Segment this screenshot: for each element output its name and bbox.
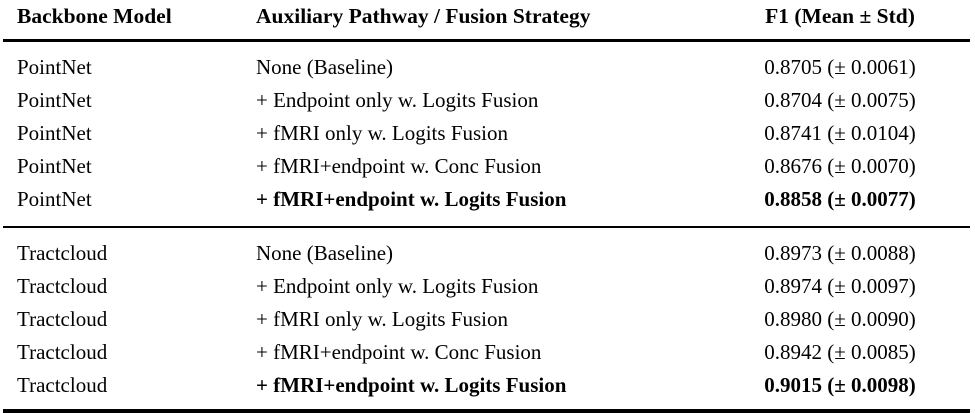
column-header-backbone-model: Backbone Model (17, 4, 172, 28)
table-row-best: Tractcloud + fMRI+endpoint w. Logits Fus… (3, 369, 970, 402)
cell-f1: 0.8858 (± 0.0077) (764, 186, 916, 211)
table-bottom-spacer (3, 402, 970, 409)
table-header: Backbone Model Auxiliary Pathway / Fusio… (3, 0, 970, 42)
table-row: PointNet + fMRI+endpoint w. Conc Fusion … (3, 150, 970, 183)
table-row: PointNet + fMRI only w. Logits Fusion 0.… (3, 117, 970, 150)
spacer-cell (3, 42, 970, 51)
cell-f1: 0.9015 (± 0.0098) (764, 372, 916, 397)
cell-strategy: + fMRI only w. Logits Fusion (256, 120, 508, 145)
cell-strategy: + Endpoint only w. Logits Fusion (256, 87, 539, 112)
header-rule-cell (3, 38, 970, 42)
group-top-spacer (3, 228, 970, 237)
cell-backbone: Tractcloud (17, 339, 108, 364)
spacer-cell (3, 402, 970, 409)
cell-f1: 0.8942 (± 0.0085) (764, 339, 916, 364)
table-row: Tractcloud + fMRI only w. Logits Fusion … (3, 303, 970, 336)
cell-backbone: Tractcloud (17, 240, 108, 265)
cell-strategy: + fMRI+endpoint w. Conc Fusion (256, 339, 542, 364)
group-bottom-spacer (3, 216, 970, 226)
column-header-auxiliary-pathway-fusion-strategy: Auxiliary Pathway / Fusion Strategy (256, 4, 591, 28)
cell-backbone: Tractcloud (17, 306, 108, 331)
table-row: Tractcloud None (Baseline) 0.8973 (± 0.0… (3, 237, 970, 270)
header-rule (3, 38, 970, 42)
cell-f1: 0.8980 (± 0.0090) (764, 306, 916, 331)
table-row: Tractcloud + Endpoint only w. Logits Fus… (3, 270, 970, 303)
group-divider-rule (3, 225, 970, 228)
table-row: PointNet None (Baseline) 0.8705 (± 0.006… (3, 51, 970, 84)
header-row: Backbone Model Auxiliary Pathway / Fusio… (3, 0, 970, 39)
cell-f1: 0.8741 (± 0.0104) (764, 120, 916, 145)
cell-backbone: PointNet (17, 54, 92, 79)
cell-backbone: Tractcloud (17, 273, 108, 298)
cell-strategy: + Endpoint only w. Logits Fusion (256, 273, 539, 298)
cell-backbone: PointNet (17, 186, 92, 211)
cell-strategy: + fMRI+endpoint w. Logits Fusion (256, 186, 567, 211)
cell-f1: 0.8705 (± 0.0061) (764, 54, 916, 79)
cell-strategy: + fMRI only w. Logits Fusion (256, 306, 508, 331)
table-row: PointNet + Endpoint only w. Logits Fusio… (3, 84, 970, 117)
header-rule-row (3, 38, 970, 42)
cell-backbone: PointNet (17, 153, 92, 178)
cell-backbone: PointNet (17, 120, 92, 145)
results-table: Backbone Model Auxiliary Pathway / Fusio… (3, 0, 970, 413)
spacer-cell (3, 228, 970, 237)
cell-f1: 0.8974 (± 0.0097) (764, 273, 916, 298)
cell-strategy: None (Baseline) (256, 54, 394, 79)
cell-f1: 0.8676 (± 0.0070) (764, 153, 916, 178)
cell-strategy: None (Baseline) (256, 240, 394, 265)
cell-backbone: Tractcloud (17, 372, 108, 397)
cell-backbone: PointNet (17, 87, 92, 112)
bottom-rule-cell (3, 408, 970, 413)
group-top-spacer (3, 42, 970, 51)
table-row: Tractcloud + fMRI+endpoint w. Conc Fusio… (3, 336, 970, 369)
results-table-container: Backbone Model Auxiliary Pathway / Fusio… (3, 5, 970, 413)
cell-strategy: + fMRI+endpoint w. Conc Fusion (256, 153, 542, 178)
group-divider-row (3, 225, 970, 228)
column-header-f1-mean-std: F1 (Mean ± Std) (765, 4, 915, 28)
bottom-rule (3, 408, 970, 413)
cell-f1: 0.8973 (± 0.0088) (764, 240, 916, 265)
table-body: PointNet None (Baseline) 0.8705 (± 0.006… (3, 42, 970, 413)
spacer-cell (3, 216, 970, 226)
cell-f1: 0.8704 (± 0.0075) (764, 87, 916, 112)
bottom-rule-row (3, 408, 970, 413)
table-row-best: PointNet + fMRI+endpoint w. Logits Fusio… (3, 183, 970, 216)
cell-strategy: + fMRI+endpoint w. Logits Fusion (256, 372, 567, 397)
group-divider-cell (3, 225, 970, 228)
